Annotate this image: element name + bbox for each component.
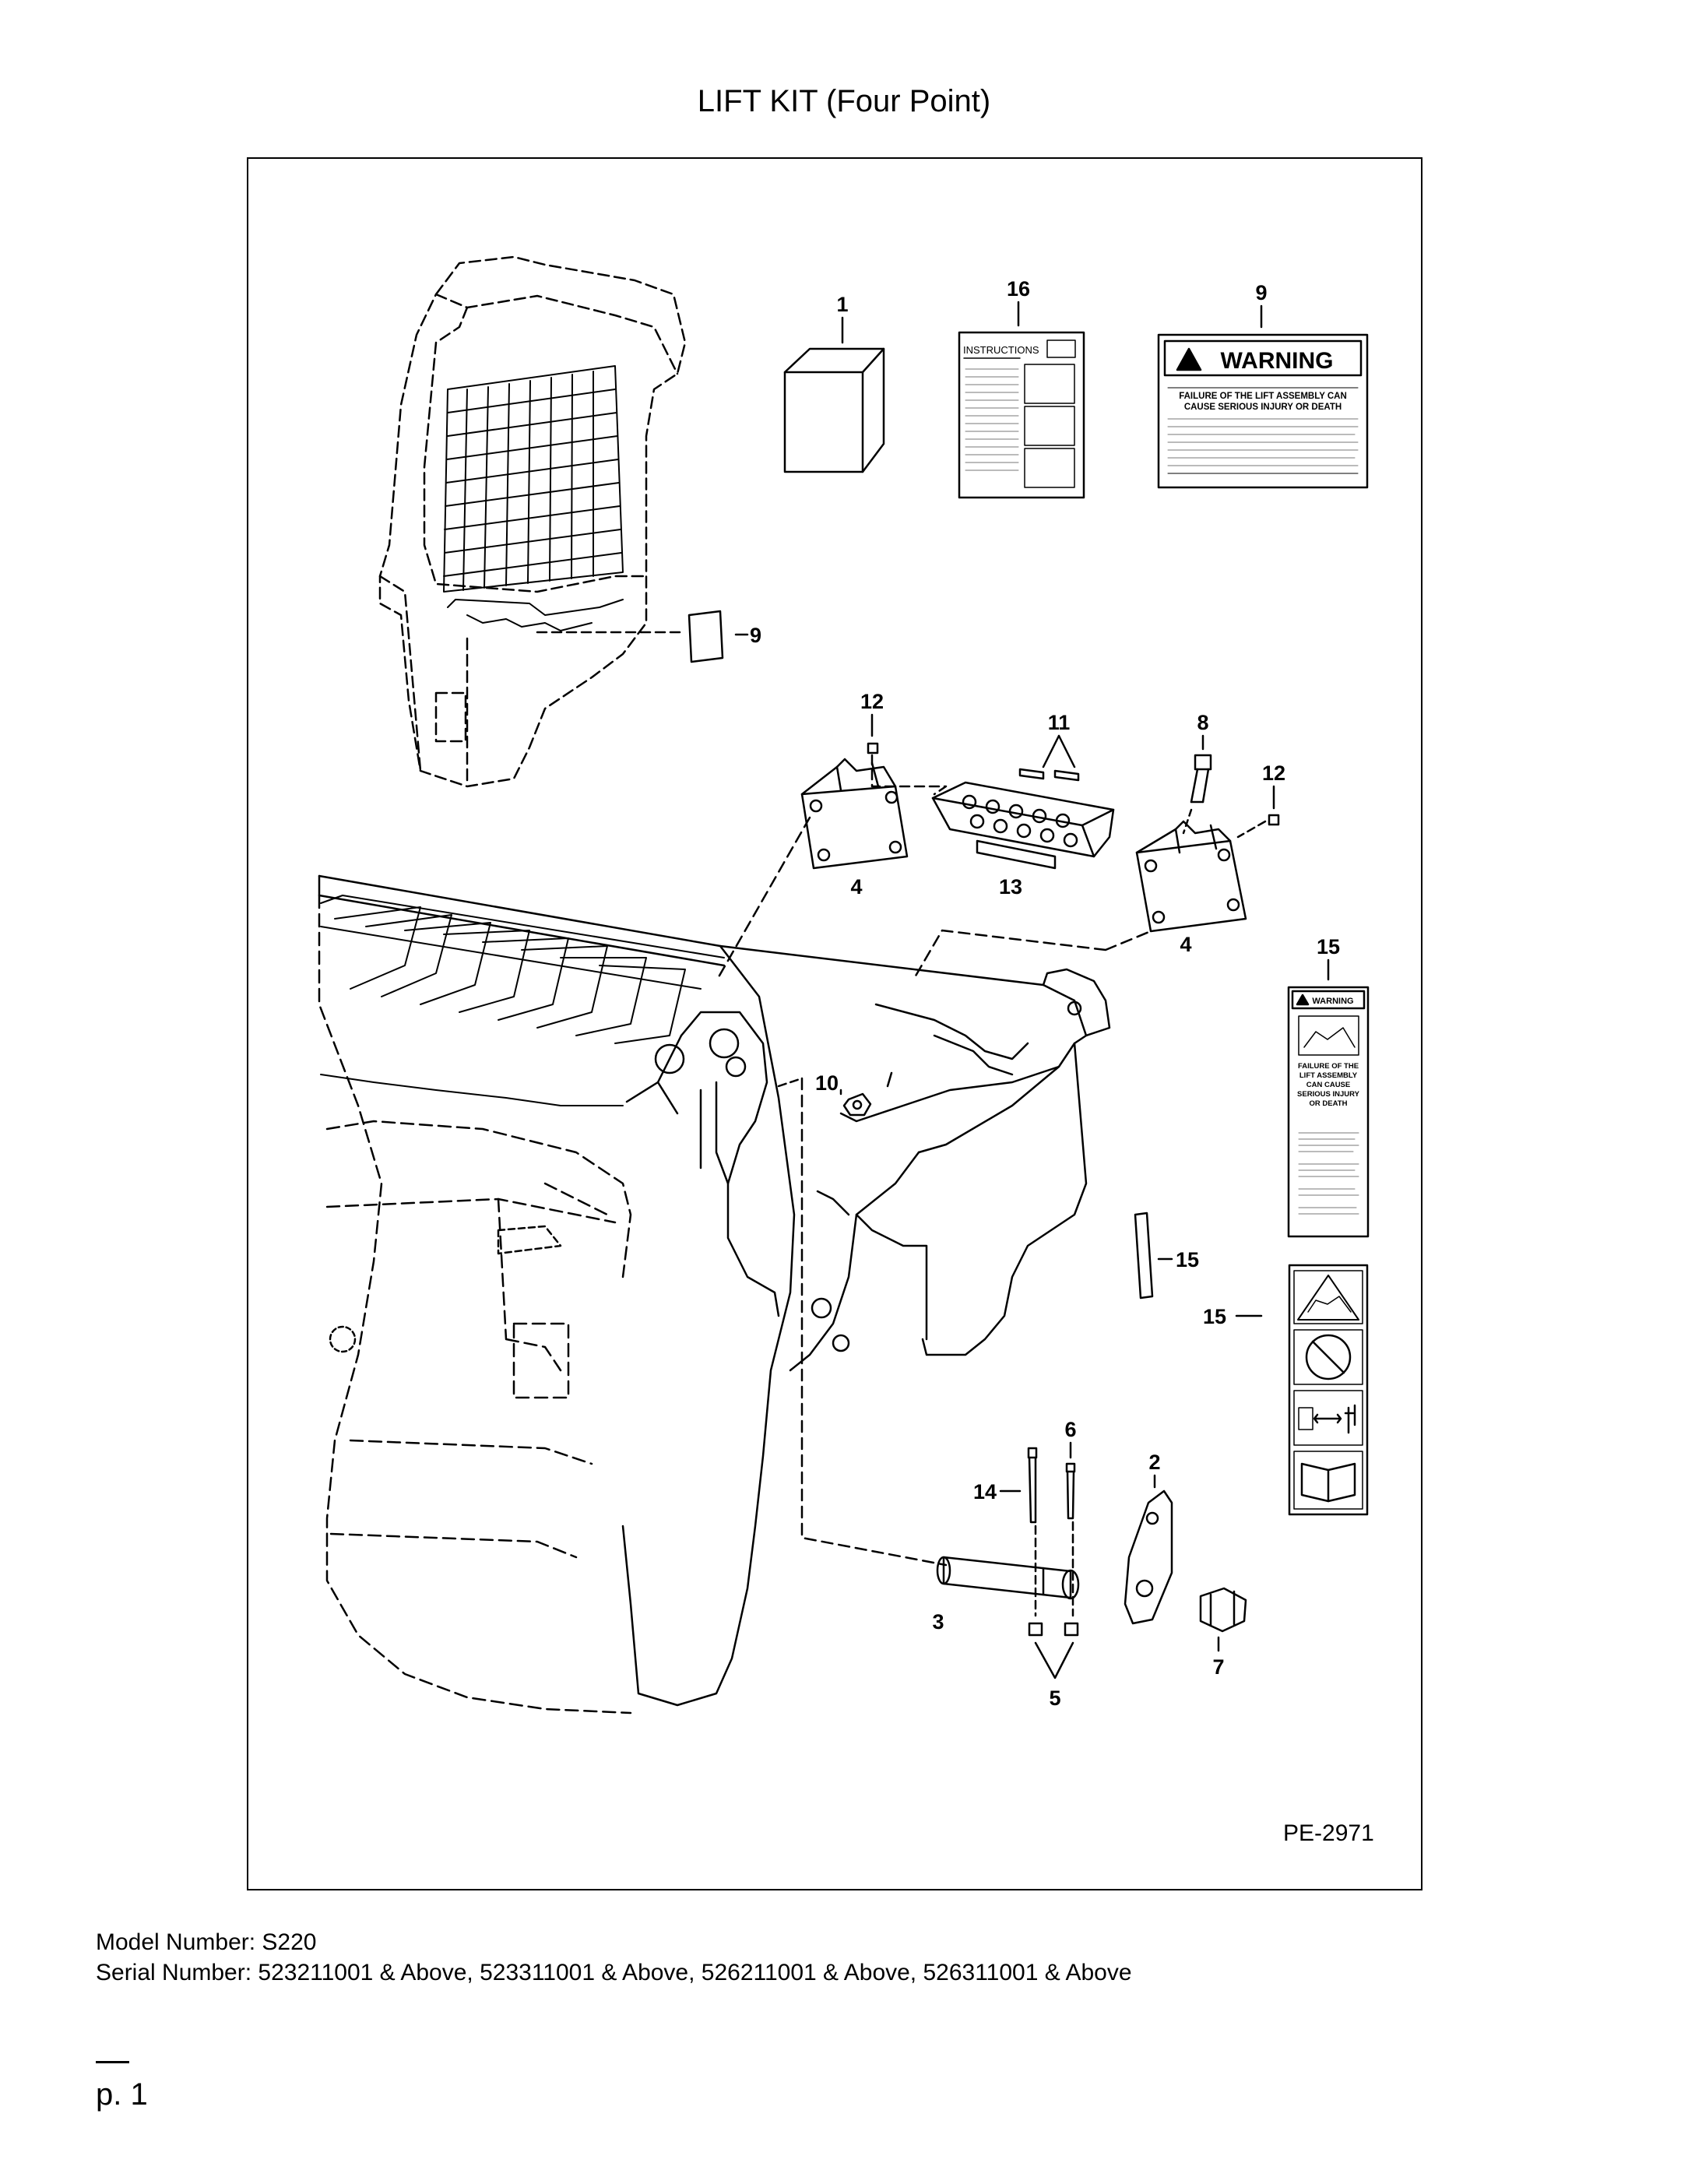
model-number: Model Number: S220 (96, 1929, 317, 1955)
part-16-instructions (958, 331, 1085, 499)
small-warning-line-2: LIFT ASSEMBLY (1299, 1071, 1358, 1080)
callout-3: 3 (932, 1610, 944, 1634)
bucket-outline (318, 894, 632, 1714)
part-1-box (783, 347, 885, 473)
callout-15a: 15 (1317, 935, 1340, 958)
callout-15b: 15 (1176, 1248, 1199, 1271)
small-warning-line-3: CAN CAUSE (1306, 1081, 1350, 1089)
part-8-bolt (1190, 754, 1212, 804)
part-11-bolts (1018, 734, 1080, 782)
dash-12a (870, 754, 948, 796)
dash-12b (1236, 820, 1267, 839)
callout-11: 11 (1048, 711, 1071, 734)
part-13-plate (931, 781, 1115, 870)
part-2-plate (1124, 1489, 1173, 1625)
page-number: p. 1 (96, 2077, 148, 2112)
dash-4a (715, 816, 811, 983)
callout-12a: 12 (860, 690, 884, 713)
decal-15-strip (1134, 1212, 1154, 1299)
part-15-warning-tall (1287, 986, 1370, 1238)
serial-number: Serial Number: 523211001 & Above, 523311… (96, 1960, 1132, 1985)
small-warning-line-5: OR DEATH (1310, 1099, 1348, 1108)
callout-4a: 4 (850, 875, 862, 899)
callout-6: 6 (1064, 1418, 1076, 1441)
parts-diagram-frame (247, 157, 1422, 1890)
part-7-castle-nut (1199, 1587, 1247, 1633)
part-6-bolt (1065, 1462, 1076, 1520)
screw-10 (886, 1071, 893, 1088)
leader-8-dash (1182, 808, 1193, 835)
part-4-bracket-left (800, 758, 909, 870)
callout-2: 2 (1148, 1451, 1160, 1474)
small-warning-line-4: SERIOUS INJURY (1297, 1090, 1360, 1099)
callout-16: 16 (1007, 277, 1030, 301)
dash-pin-line (800, 1077, 948, 1567)
loader-arm (318, 874, 1111, 1707)
warning-line-1: FAILURE OF THE LIFT ASSEMBLY CAN (1179, 392, 1347, 401)
part-4-bracket-right (1135, 820, 1247, 933)
callout-14: 14 (973, 1480, 997, 1503)
page-title: LIFT KIT (Four Point) (697, 84, 991, 118)
bucket-hole (329, 1325, 357, 1353)
warning-line-2: CAUSE SERIOUS INJURY OR DEATH (1184, 403, 1342, 412)
cab-outline (378, 255, 687, 788)
callout-13: 13 (999, 875, 1022, 899)
instructions-label: INSTRUCTIONS (963, 344, 1039, 356)
page-number-rule (96, 2061, 129, 2063)
callout-15c: 15 (1203, 1305, 1226, 1328)
callout-1: 1 (836, 293, 848, 316)
callout-4b: 4 (1180, 933, 1191, 956)
callout-10: 10 (815, 1071, 839, 1095)
callout-8: 8 (1197, 711, 1208, 734)
bucket-slot (497, 1225, 562, 1255)
dash-bolts (1034, 1521, 1074, 1617)
callout-12b: 12 (1262, 761, 1285, 785)
deck-slats (320, 895, 725, 1106)
part-12-nut-right (1268, 814, 1280, 826)
part-15-pictogram-decal (1288, 1264, 1369, 1516)
part-5-nuts (1028, 1622, 1079, 1679)
callout-5: 5 (1049, 1686, 1060, 1710)
small-warning-line-1: FAILURE OF THE (1298, 1062, 1359, 1071)
callout-7: 7 (1212, 1655, 1224, 1679)
dash-4b (913, 929, 1152, 979)
warning-heading: WARNING (1221, 348, 1334, 374)
part-10-nut (842, 1092, 872, 1117)
callout-9b: 9 (750, 624, 761, 647)
small-warning-heading: WARNING (1312, 997, 1353, 1006)
part-14-bolt (1027, 1447, 1038, 1524)
decal-9-sticker (688, 610, 724, 663)
part-12-nut-left (867, 742, 879, 754)
callout-9a: 9 (1255, 281, 1267, 304)
figure-reference: PE-2971 (1283, 1820, 1374, 1846)
part-9-warning-decal (1157, 333, 1369, 489)
cab-mesh (443, 365, 624, 631)
part-3-pin (936, 1556, 1080, 1600)
